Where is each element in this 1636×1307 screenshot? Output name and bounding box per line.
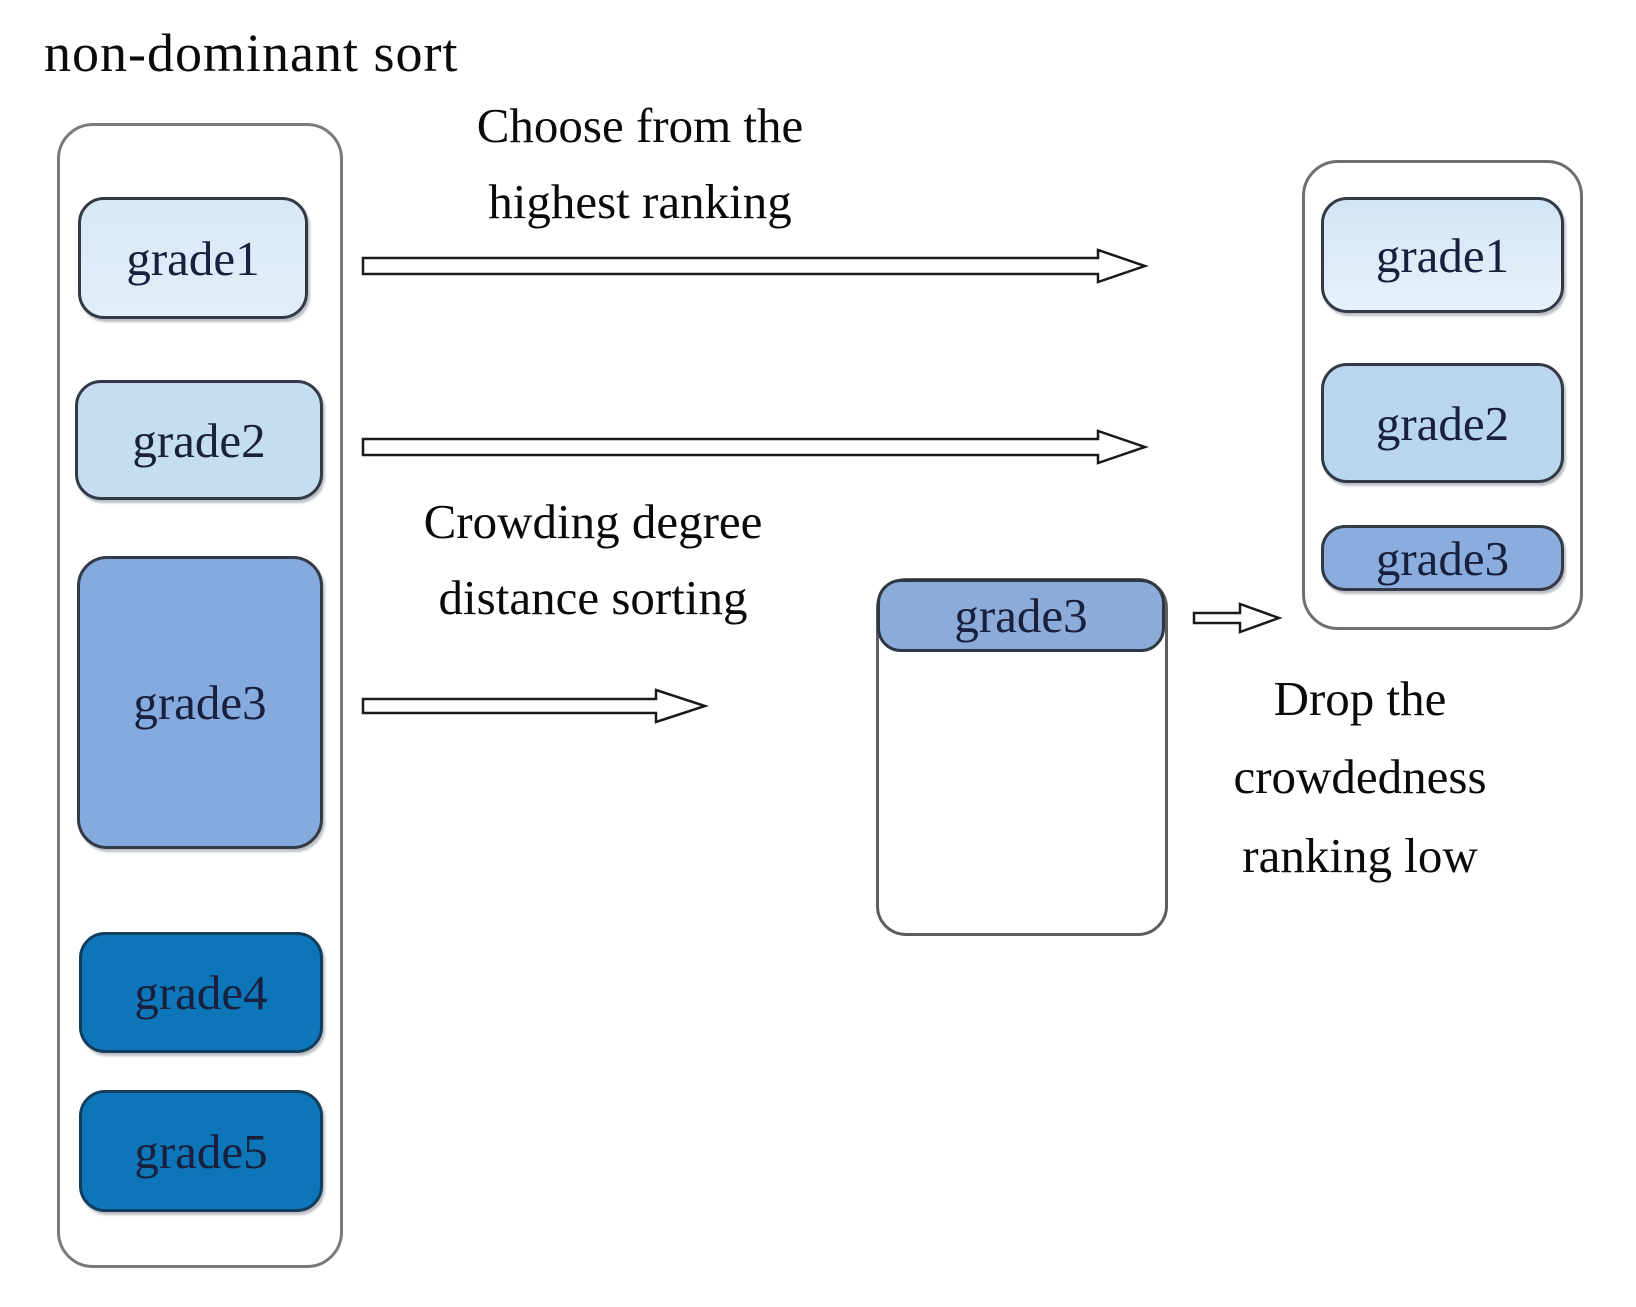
left-grade5-box: grade5 <box>79 1090 323 1212</box>
crowding-sorted-grade3-label: grade3 <box>954 588 1088 643</box>
crowding-caption: Crowding degree distance sorting <box>368 484 818 637</box>
right-grade2-box: grade2 <box>1321 363 1564 483</box>
choose-caption-line1: Choose from the <box>476 98 804 153</box>
left-grade4-label: grade4 <box>134 965 268 1020</box>
right-grade2-label: grade2 <box>1375 395 1510 451</box>
left-grade-panel: grade1 grade2 grade3 grade4 grade5 <box>57 123 343 1268</box>
choose-caption-line2: highest ranking <box>488 174 792 230</box>
left-grade1-label: grade1 <box>126 230 260 286</box>
crowding-caption-line2: distance sorting <box>438 570 748 626</box>
arrow-right-middle-icon <box>361 429 1149 465</box>
right-grade1-box: grade1 <box>1321 197 1564 313</box>
right-grade3-label: grade3 <box>1375 530 1510 586</box>
arrow-right-small-icon <box>1192 602 1283 634</box>
drop-caption-line2: crowdedness <box>1233 749 1487 805</box>
drop-caption-line1: Drop the <box>1273 671 1447 726</box>
arrow-right-top-icon <box>361 248 1149 284</box>
crowding-sorted-grade3-header: grade3 <box>877 579 1165 652</box>
right-grade-panel: grade1 grade2 grade3 <box>1302 160 1583 630</box>
left-grade3-box: grade3 <box>77 556 323 849</box>
crowding-sorted-grade3-box: grade3 <box>876 578 1168 936</box>
drop-caption-line3: ranking low <box>1242 827 1478 883</box>
arrow-right-bottom-icon <box>361 688 710 724</box>
diagram-title: non-dominant sort <box>44 23 459 83</box>
left-grade1-box: grade1 <box>78 197 308 319</box>
left-grade4-box: grade4 <box>79 932 323 1053</box>
drop-caption: Drop the crowdedness ranking low <box>1160 660 1560 895</box>
left-grade2-label: grade2 <box>132 412 266 468</box>
right-grade3-box: grade3 <box>1321 525 1564 591</box>
left-grade2-box: grade2 <box>75 380 323 500</box>
left-grade3-label: grade3 <box>133 675 267 730</box>
choose-caption: Choose from the highest ranking <box>430 88 850 241</box>
left-grade5-label: grade5 <box>134 1123 268 1179</box>
crowding-caption-line1: Crowding degree <box>423 494 763 549</box>
right-grade1-label: grade1 <box>1375 227 1510 283</box>
